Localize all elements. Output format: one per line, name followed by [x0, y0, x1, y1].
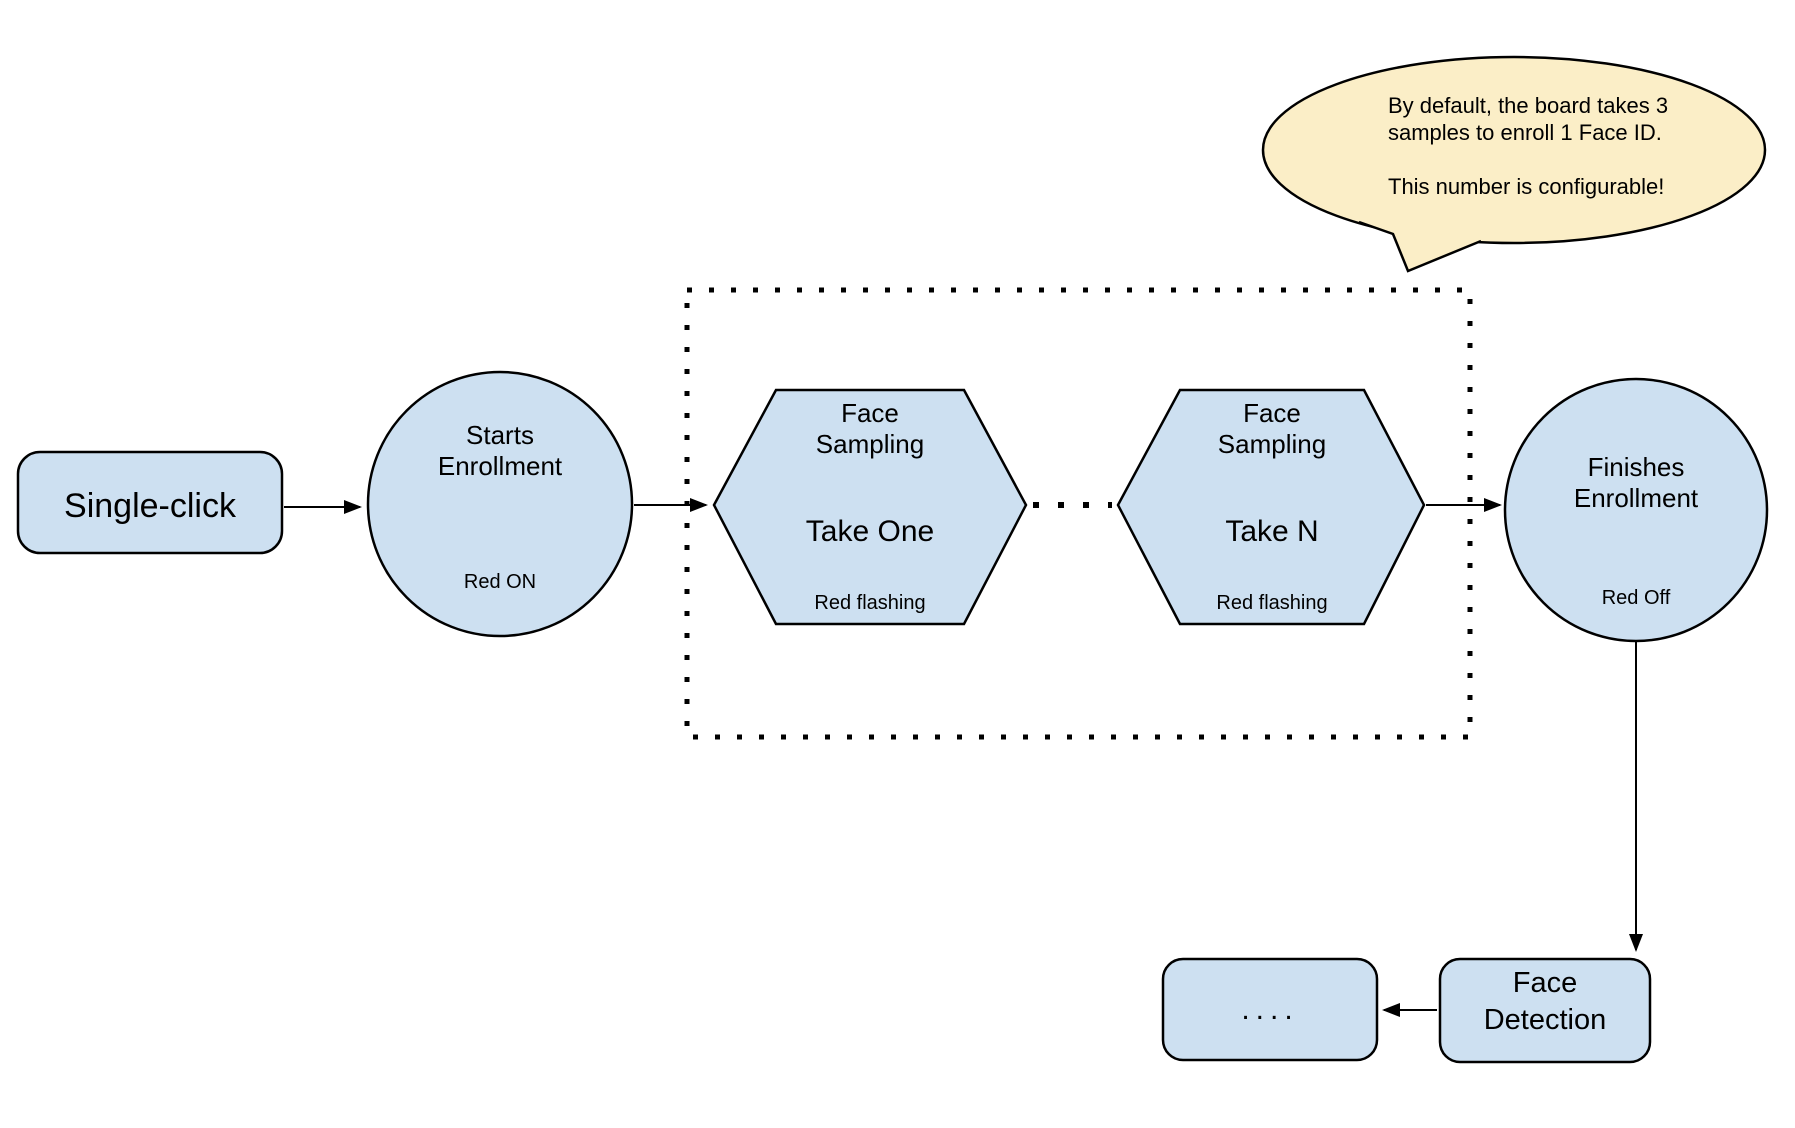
face-sampling-take-one-node-shape — [712, 388, 1028, 626]
continuation-label: .... — [1241, 993, 1299, 1026]
starts-enrollment-title: Starts Enrollment — [437, 420, 563, 481]
finishes-enrollment-title: Finishes Enrollment — [1573, 452, 1699, 513]
callout-bubble-shape — [1261, 55, 1767, 245]
face-sampling-take-n-node-shape — [1116, 388, 1426, 626]
single-click-node-shape — [16, 450, 284, 555]
continuation-node-shape — [1161, 957, 1379, 1062]
callout-bubble-tail — [1358, 220, 1482, 273]
face-sampling-n-title: Face Sampling — [1217, 398, 1327, 459]
face-sampling-n-status: Red flashing — [1216, 592, 1328, 614]
face-detection-node-shape — [1438, 957, 1652, 1064]
face-sampling-n-step: Take N — [1225, 515, 1319, 548]
face-detection-label: Face Detection — [1483, 967, 1607, 1036]
callout-text: By default, the board takes 3 samples to… — [1388, 93, 1669, 199]
face-sampling-one-status: Red flashing — [814, 592, 926, 614]
face-sampling-one-title: Face Sampling — [815, 398, 925, 459]
starts-enrollment-node-shape — [366, 370, 634, 638]
face-sampling-one-step: Take One — [805, 515, 935, 548]
finishes-enrollment-node-shape — [1503, 377, 1769, 643]
starts-enrollment-status: Red ON — [463, 571, 537, 593]
finishes-enrollment-status: Red Off — [1601, 587, 1671, 609]
single-click-label: Single-click — [64, 487, 236, 525]
